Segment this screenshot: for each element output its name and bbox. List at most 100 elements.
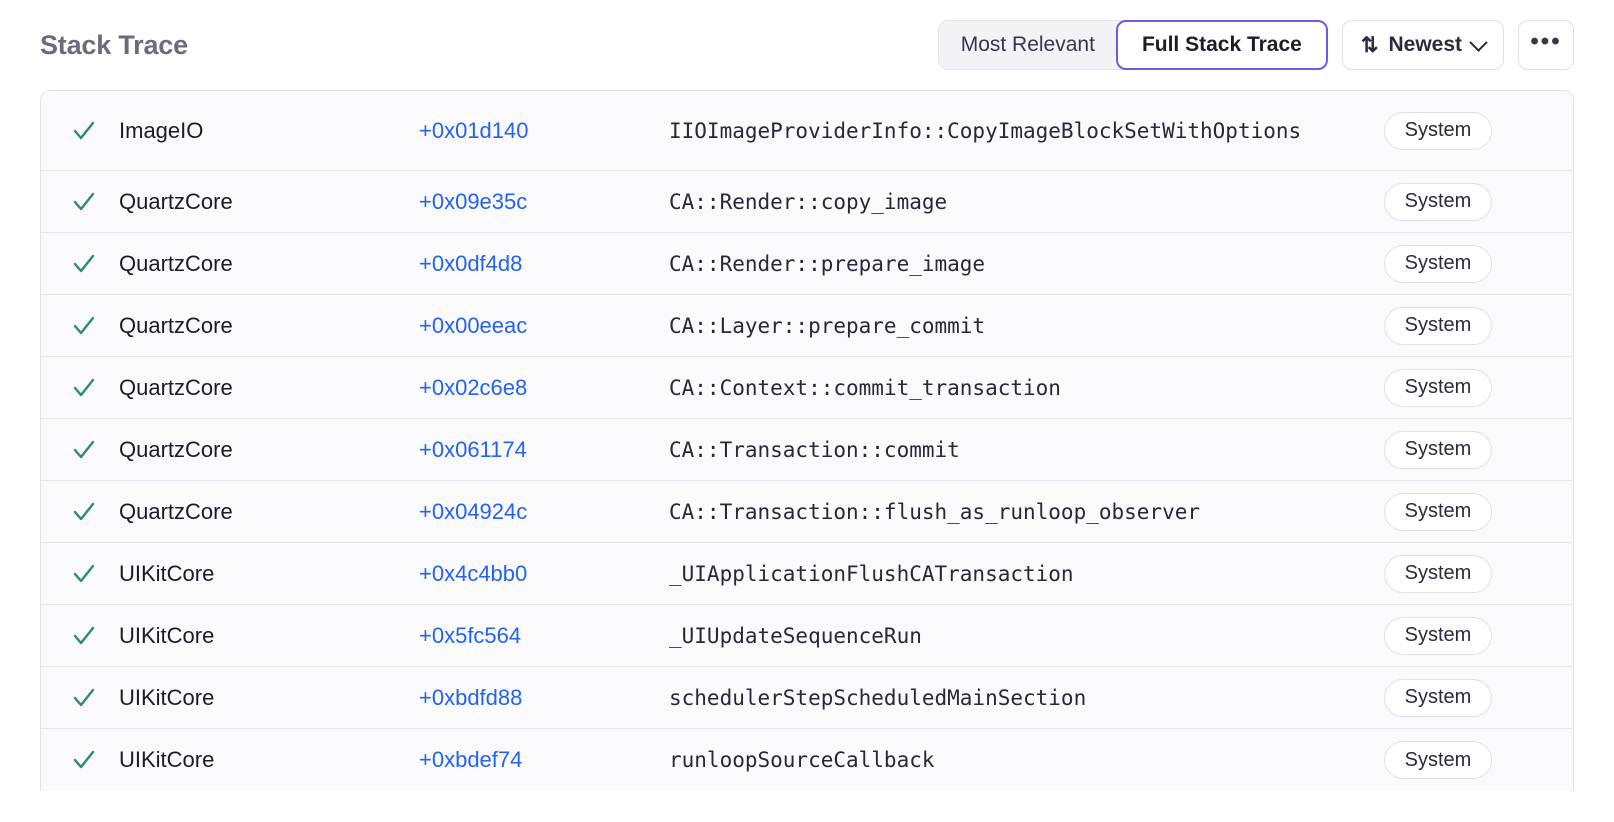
check-icon bbox=[73, 564, 95, 582]
row-module-name: UIKitCore bbox=[119, 622, 215, 648]
row-module-name: UIKitCore bbox=[119, 560, 215, 586]
row-offset-link[interactable]: +0xbdfd88 bbox=[419, 684, 523, 710]
check-icon bbox=[73, 316, 95, 334]
row-badge-cell: System bbox=[1359, 492, 1539, 531]
table-row[interactable]: QuartzCore +0x00eeac CA::Layer::prepare_co… bbox=[41, 295, 1573, 357]
row-checkbox-cell[interactable] bbox=[41, 685, 119, 711]
row-function-name: CA::Context::commit_transaction bbox=[669, 375, 1061, 400]
header-controls: Most Relevant Full Stack Trace ⇅ Newest … bbox=[937, 20, 1574, 70]
check-icon bbox=[73, 688, 95, 706]
stack-trace-table: ImageIO +0x01d140 IIOImageProviderInfo::Co… bbox=[40, 90, 1574, 791]
row-checkbox-cell[interactable] bbox=[41, 747, 119, 773]
table-row[interactable]: UIKitCore +0x5fc564 _UIUpdateSequenceRun Sy… bbox=[41, 605, 1573, 667]
table-row[interactable]: UIKitCore +0x4c4bb0 _UIApplicationFlushCAT… bbox=[41, 543, 1573, 605]
row-function-name: CA::Transaction::flush_as_runloop_observ… bbox=[669, 499, 1201, 524]
row-checkbox-cell[interactable] bbox=[41, 623, 119, 649]
row-badge-cell: System bbox=[1359, 741, 1539, 779]
row-checkbox-cell[interactable] bbox=[41, 437, 119, 463]
sort-button-label: Newest bbox=[1388, 33, 1462, 56]
row-module-name: ImageIO bbox=[119, 117, 204, 143]
row-function-name: CA::Layer::prepare_commit bbox=[669, 313, 986, 338]
tab-full-stack-trace[interactable]: Full Stack Trace bbox=[1115, 20, 1328, 70]
row-module-name: QuartzCore bbox=[119, 498, 233, 524]
row-badge-cell: System bbox=[1359, 678, 1539, 717]
row-offset-link[interactable]: +0x01d140 bbox=[419, 117, 529, 143]
row-checkbox-cell[interactable] bbox=[41, 375, 119, 401]
ellipsis-icon: ••• bbox=[1530, 28, 1562, 55]
row-offset-link[interactable]: +0x02c6e8 bbox=[419, 374, 528, 400]
table-row[interactable]: ImageIO +0x01d140 IIOImageProviderInfo::Co… bbox=[41, 91, 1573, 171]
row-function-name: CA::Render::copy_image bbox=[669, 189, 948, 214]
check-icon bbox=[73, 378, 95, 396]
table-row[interactable]: UIKitCore +0xbdfd88 schedulerStepScheduled… bbox=[41, 667, 1573, 729]
row-function-name: _UIApplicationFlushCATransaction bbox=[669, 561, 1074, 586]
row-module-name: QuartzCore bbox=[119, 436, 233, 462]
status-badge: System bbox=[1383, 182, 1493, 221]
check-icon bbox=[73, 254, 95, 272]
status-badge: System bbox=[1383, 616, 1493, 655]
row-module-name: UIKitCore bbox=[119, 684, 215, 710]
row-module-name: QuartzCore bbox=[119, 312, 233, 338]
row-function-name: runloopSourceCallback bbox=[669, 748, 935, 772]
check-icon bbox=[73, 440, 95, 458]
more-options-button[interactable]: ••• bbox=[1518, 20, 1574, 70]
status-badge: System bbox=[1383, 244, 1493, 283]
row-module-name: QuartzCore bbox=[119, 188, 233, 214]
row-offset-link[interactable]: +0x09e35c bbox=[419, 188, 528, 214]
row-badge-cell: System bbox=[1359, 244, 1539, 283]
row-function-name: CA::Render::prepare_image bbox=[669, 251, 986, 276]
row-badge-cell: System bbox=[1359, 368, 1539, 407]
row-badge-cell: System bbox=[1359, 111, 1539, 150]
row-module-name: QuartzCore bbox=[119, 250, 233, 276]
row-offset-link[interactable]: +0x4c4bb0 bbox=[419, 560, 528, 586]
status-badge: System bbox=[1383, 306, 1493, 345]
status-badge: System bbox=[1383, 741, 1493, 779]
row-badge-cell: System bbox=[1359, 430, 1539, 469]
row-offset-link[interactable]: +0x061174 bbox=[419, 436, 527, 462]
row-offset-link[interactable]: +0x00eeac bbox=[419, 312, 528, 338]
row-function-name: schedulerStepScheduledMainSection bbox=[669, 685, 1087, 710]
row-offset-link[interactable]: +0x0df4d8 bbox=[419, 250, 523, 276]
row-function-name: CA::Transaction::commit bbox=[669, 437, 960, 462]
row-checkbox-cell[interactable] bbox=[41, 189, 119, 215]
check-icon bbox=[73, 192, 95, 210]
chevron-down-icon bbox=[1469, 32, 1488, 52]
panel-header: Stack Trace Most Relevant Full Stack Tra… bbox=[0, 0, 1614, 90]
table-row[interactable]: QuartzCore +0x02c6e8 CA::Context::commit_t… bbox=[41, 357, 1573, 419]
sort-arrows-icon: ⇅ bbox=[1360, 33, 1379, 57]
status-badge: System bbox=[1383, 368, 1493, 407]
row-checkbox-cell[interactable] bbox=[41, 118, 119, 144]
row-offset-link[interactable]: +0x04924c bbox=[419, 498, 528, 524]
table-row[interactable]: QuartzCore +0x04924c CA::Transaction::flus… bbox=[41, 481, 1573, 543]
page-title: Stack Trace bbox=[40, 29, 188, 60]
check-icon bbox=[73, 502, 95, 520]
row-function-name: IIOImageProviderInfo::CopyImageBlockSetW… bbox=[669, 118, 1302, 143]
table-row[interactable]: UIKitCore +0xbdef74 runloopSourceCallback S… bbox=[41, 729, 1573, 791]
table-row[interactable]: QuartzCore +0x09e35c CA::Render::copy_imag… bbox=[41, 171, 1573, 233]
row-offset-link[interactable]: +0x5fc564 bbox=[419, 622, 522, 648]
row-offset-link[interactable]: +0xbdef74 bbox=[419, 747, 523, 772]
row-badge-cell: System bbox=[1359, 182, 1539, 221]
row-badge-cell: System bbox=[1359, 616, 1539, 655]
check-icon bbox=[73, 626, 95, 644]
check-icon bbox=[73, 121, 95, 139]
table-row[interactable]: QuartzCore +0x0df4d8 CA::Render::prepare_i… bbox=[41, 233, 1573, 295]
row-badge-cell: System bbox=[1359, 554, 1539, 593]
trace-view-segmented-control: Most Relevant Full Stack Trace bbox=[937, 20, 1328, 70]
status-badge: System bbox=[1383, 678, 1493, 717]
table-row[interactable]: QuartzCore +0x061174 CA::Transaction::comm… bbox=[41, 419, 1573, 481]
row-module-name: UIKitCore bbox=[119, 747, 215, 772]
row-badge-cell: System bbox=[1359, 306, 1539, 345]
sort-button[interactable]: ⇅ Newest bbox=[1341, 20, 1504, 70]
status-badge: System bbox=[1383, 430, 1493, 469]
check-icon bbox=[73, 750, 95, 769]
status-badge: System bbox=[1383, 554, 1493, 593]
row-checkbox-cell[interactable] bbox=[41, 561, 119, 587]
row-checkbox-cell[interactable] bbox=[41, 499, 119, 525]
row-checkbox-cell[interactable] bbox=[41, 251, 119, 277]
row-function-name: _UIUpdateSequenceRun bbox=[669, 623, 922, 648]
tab-most-relevant[interactable]: Most Relevant bbox=[937, 20, 1126, 70]
row-checkbox-cell[interactable] bbox=[41, 313, 119, 339]
row-module-name: QuartzCore bbox=[119, 374, 233, 400]
